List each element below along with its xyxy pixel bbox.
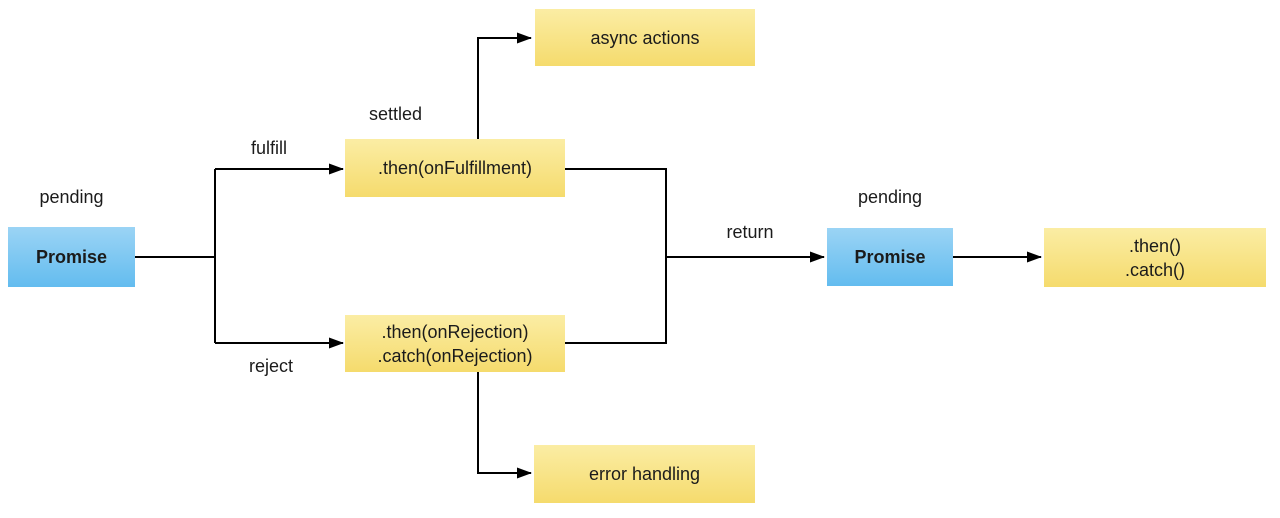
node-error-handling: error handling	[534, 445, 755, 503]
state-label-pending-returned: pending	[857, 187, 923, 207]
node-catch-onrejection-line: .catch(onRejection)	[377, 345, 533, 366]
node-then-chain-line: .then()	[1128, 235, 1182, 256]
node-promise-initial-label: Promise	[35, 247, 108, 267]
node-promise-returned-label: Promise	[854, 247, 926, 267]
edge-merge-vertical	[565, 168, 667, 344]
node-async-actions: async actions	[535, 9, 755, 66]
edge-label-reject: reject	[248, 356, 293, 376]
node-promise-initial: Promise	[8, 227, 135, 287]
node-error-handling-label: error handling	[588, 464, 701, 484]
node-promise-returned: Promise	[827, 228, 953, 286]
node-then-onfulfillment: .then(onFulfillment)	[345, 139, 565, 197]
node-then-catch-onrejection: .then(onRejection) .catch(onRejection)	[345, 315, 565, 372]
state-label-settled: settled	[369, 104, 423, 124]
node-async-actions-label: async actions	[590, 27, 700, 48]
state-label-pending-initial: pending	[39, 187, 104, 207]
node-catch-chain-line: .catch()	[1124, 259, 1185, 280]
edge-label-return: return	[726, 222, 774, 242]
edge-to-async-actions	[477, 32, 532, 139]
node-then-onfulfillment-label: .then(onFulfillment)	[377, 158, 533, 178]
node-then-onrejection-line: .then(onRejection)	[381, 321, 529, 342]
edge-to-error-handling	[477, 372, 532, 479]
node-then-catch-chain: .then() .catch()	[1044, 228, 1266, 287]
edge-label-fulfill: fulfill	[250, 138, 287, 158]
